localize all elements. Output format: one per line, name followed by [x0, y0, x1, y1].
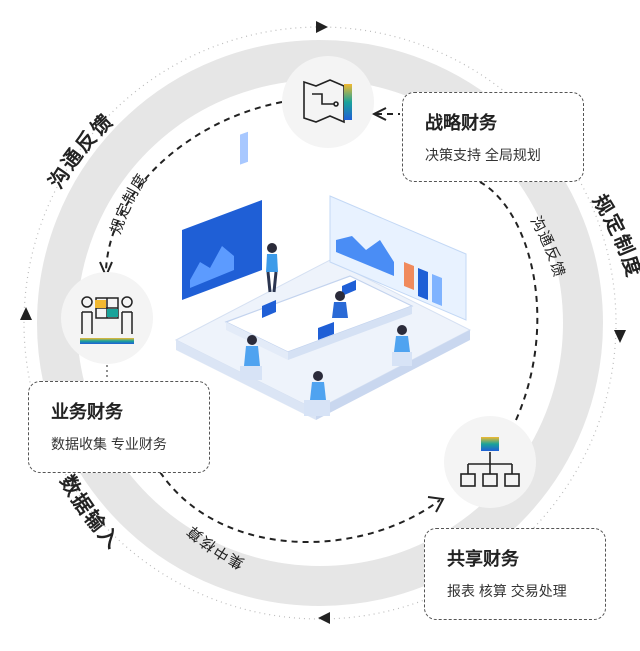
card-strategic-subtitle: 决策支持 全局规划 — [425, 147, 541, 163]
person-seated-4 — [392, 325, 412, 366]
node-strategic — [282, 56, 374, 148]
arrow-business-to-shared-head — [427, 496, 445, 513]
team-color-bar — [80, 338, 134, 344]
arrow-strategic-to-business — [105, 101, 283, 271]
map-flow-icon — [303, 79, 345, 124]
puzzle-teal — [107, 309, 118, 317]
outer-arrowhead-bottom — [318, 612, 330, 624]
puzzle-yellow — [95, 300, 106, 308]
node-shared — [444, 416, 536, 508]
hierarchy-top-box — [481, 437, 499, 451]
card-shared-subtitle: 报表 核算 交易处理 — [447, 583, 567, 599]
outer-arrowhead-top — [316, 21, 328, 33]
card-business: 业务财务 数据收集 专业财务 — [28, 381, 210, 473]
outer-arrowhead-left — [20, 307, 32, 320]
arrow-to-strategic-head — [371, 107, 387, 121]
arrow-business-to-shared — [159, 471, 441, 543]
office-meeting-illustration-icon — [174, 131, 472, 420]
outer-dotted-ring — [23, 26, 617, 620]
card-business-subtitle: 数据收集 专业财务 — [51, 436, 167, 452]
map-color-bar — [344, 84, 352, 120]
card-strategic-title: 战略财务 — [425, 113, 497, 133]
person-seated-2 — [304, 371, 330, 416]
arrow-shared-to-strategic — [479, 181, 539, 421]
node-business — [61, 272, 153, 364]
person-seated-3 — [332, 291, 348, 318]
card-strategic: 战略财务 决策支持 全局规划 — [402, 92, 584, 182]
org-hierarchy-icon — [460, 452, 520, 487]
person-seated-1 — [240, 335, 262, 380]
card-shared-title: 共享财务 — [447, 549, 519, 569]
card-shared: 共享财务 报表 核算 交易处理 — [424, 528, 606, 620]
outer-arrowhead-right — [614, 330, 626, 343]
card-business-title: 业务财务 — [51, 402, 123, 422]
person-standing — [266, 243, 278, 293]
